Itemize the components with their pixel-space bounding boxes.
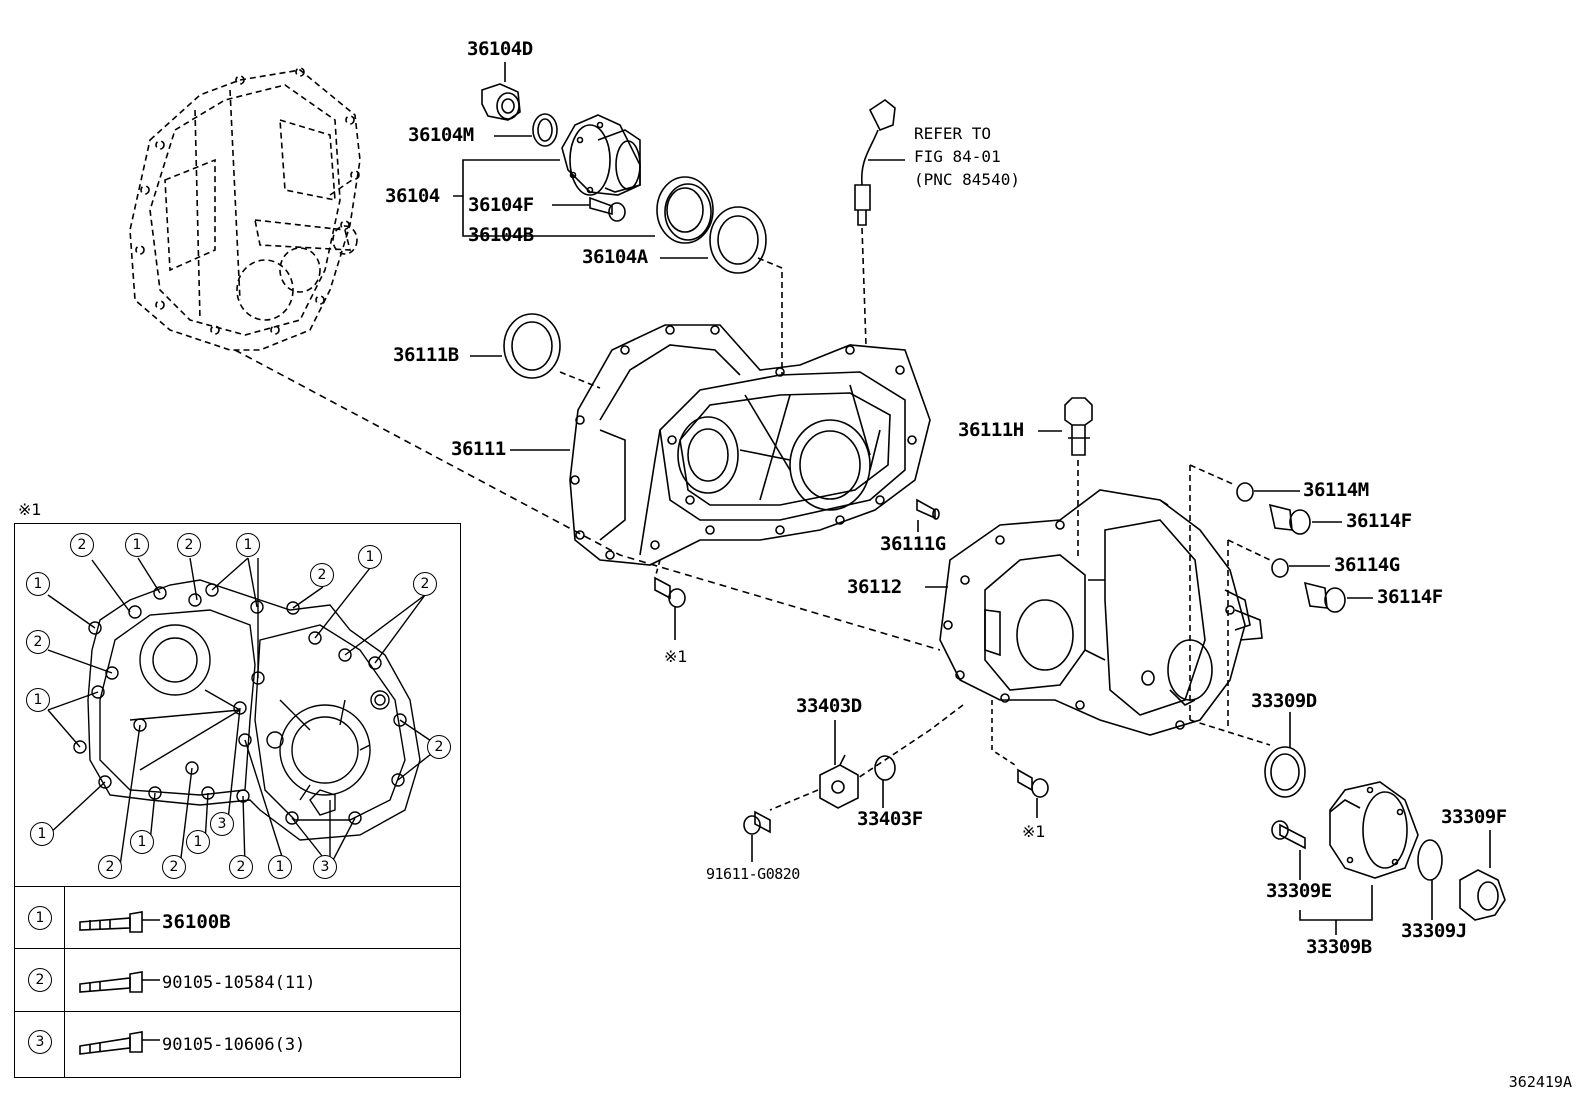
nut-36104D bbox=[481, 83, 521, 121]
speed-sensor-harness bbox=[854, 99, 896, 226]
bolt-ref1-a bbox=[654, 576, 686, 608]
bolt-ref1-b bbox=[1017, 768, 1049, 798]
bolt-36104F bbox=[589, 196, 626, 222]
legend-circle: 2 bbox=[26, 630, 50, 654]
callout-36114F-a: 36114F bbox=[1346, 510, 1412, 532]
legend-circle: 1 bbox=[125, 533, 149, 557]
ref-mark-bolt-a: ※1 bbox=[664, 647, 688, 666]
callout-33403F: 33403F bbox=[857, 808, 923, 830]
callout-36104: 36104 bbox=[385, 185, 440, 207]
drain-plug-36114F-a bbox=[1268, 503, 1311, 535]
legend-row-2-part: 90105-10584(11) bbox=[162, 973, 316, 993]
fill-plug-36114F-b bbox=[1303, 581, 1346, 613]
legend-row-1-part: 36100B bbox=[162, 911, 231, 933]
ref-mark-bolt-b: ※1 bbox=[1022, 822, 1046, 841]
snap-ring-33403F bbox=[874, 755, 896, 781]
legend-row-divider-3 bbox=[14, 1011, 461, 1012]
nut-33309F bbox=[1459, 869, 1506, 921]
callout-33309J: 33309J bbox=[1401, 920, 1467, 942]
legend-column-divider bbox=[64, 886, 65, 1078]
o-ring-33309J bbox=[1417, 839, 1443, 881]
legend-box bbox=[14, 523, 461, 1078]
legend-circle: 1 bbox=[30, 822, 54, 846]
legend-row-divider-2 bbox=[14, 948, 461, 949]
transfer-case-36112 bbox=[939, 489, 1263, 736]
bolt-33309E bbox=[1271, 820, 1306, 850]
legend-bolt-36100B bbox=[79, 911, 160, 933]
callout-33403D: 33403D bbox=[796, 695, 862, 717]
dowel-pin-36111G bbox=[916, 498, 940, 520]
legend-bolt-90105-10584 bbox=[79, 971, 160, 993]
legend-circle: 1 bbox=[130, 830, 154, 854]
legend-row-3-number: 3 bbox=[28, 1030, 52, 1054]
flange-36104 bbox=[561, 114, 641, 196]
callout-36112: 36112 bbox=[847, 576, 902, 598]
refer-note: REFER TO FIG 84-01 (PNC 84540) bbox=[914, 124, 1020, 189]
legend-circle: 3 bbox=[210, 812, 234, 836]
legend-circle: 2 bbox=[162, 855, 186, 879]
legend-housing-outline bbox=[47, 557, 441, 867]
callout-36104A: 36104A bbox=[582, 246, 648, 268]
legend-circle: 2 bbox=[98, 855, 122, 879]
callout-36111: 36111 bbox=[451, 438, 506, 460]
legend-row-1-number: 1 bbox=[28, 906, 52, 930]
legend-row-3-part: 90105-10606(3) bbox=[162, 1035, 306, 1055]
legend-bolt-holes bbox=[73, 583, 407, 825]
legend-row-divider-1 bbox=[14, 886, 461, 887]
o-ring-36114G bbox=[1271, 558, 1289, 578]
callout-33309E: 33309E bbox=[1266, 880, 1332, 902]
legend-circle: 1 bbox=[236, 533, 260, 557]
legend-title: ※1 bbox=[18, 500, 42, 519]
callout-36111G: 36111G bbox=[880, 533, 946, 555]
callout-36111H: 36111H bbox=[958, 419, 1024, 441]
legend-circle: 3 bbox=[313, 855, 337, 879]
figure-id: 362419A bbox=[1508, 1073, 1572, 1091]
legend-circle: 1 bbox=[268, 855, 292, 879]
washer-36104M bbox=[532, 113, 558, 147]
callout-36104F: 36104F bbox=[468, 194, 534, 216]
legend-circle: 2 bbox=[413, 572, 437, 596]
callout-33309D: 33309D bbox=[1251, 690, 1317, 712]
legend-circle: 1 bbox=[26, 572, 50, 596]
callout-36114M: 36114M bbox=[1303, 479, 1369, 501]
legend-circle: 1 bbox=[358, 545, 382, 569]
sensor-bracket-33403D bbox=[819, 754, 859, 809]
reference-transaxle-housing bbox=[129, 67, 361, 351]
callout-36104M: 36104M bbox=[408, 124, 474, 146]
callout-36111B: 36111B bbox=[393, 344, 459, 366]
callout-36104D: 36104D bbox=[467, 38, 533, 60]
callout-91611-G0820: 91611-G0820 bbox=[706, 865, 800, 883]
legend-circle: 2 bbox=[70, 533, 94, 557]
legend-circle: 2 bbox=[427, 735, 451, 759]
bearing-36104B bbox=[656, 176, 714, 244]
breather-plug-36111H bbox=[1064, 397, 1093, 456]
callout-36114F-b: 36114F bbox=[1377, 586, 1443, 608]
transfer-case-36111 bbox=[569, 324, 931, 566]
legend-circle: 2 bbox=[229, 855, 253, 879]
o-ring-36114M bbox=[1236, 482, 1254, 502]
legend-circle: 2 bbox=[177, 533, 201, 557]
legend-row-2-number: 2 bbox=[28, 968, 52, 992]
legend-bolt-90105-10606 bbox=[79, 1031, 160, 1055]
callout-36104B: 36104B bbox=[468, 224, 534, 246]
callout-36114G: 36114G bbox=[1334, 554, 1400, 576]
legend-circle: 1 bbox=[26, 688, 50, 712]
seal-36104A bbox=[709, 206, 767, 274]
bolt-91611-G0820 bbox=[743, 810, 771, 835]
flange-33309B bbox=[1329, 781, 1419, 879]
alignment-line-main bbox=[234, 349, 941, 651]
legend-circle: 1 bbox=[186, 830, 210, 854]
legend-circle: 2 bbox=[310, 563, 334, 587]
callout-33309B: 33309B bbox=[1306, 936, 1372, 958]
seal-33309D bbox=[1264, 746, 1306, 798]
seal-36111B bbox=[503, 313, 561, 379]
callout-33309F: 33309F bbox=[1441, 806, 1507, 828]
